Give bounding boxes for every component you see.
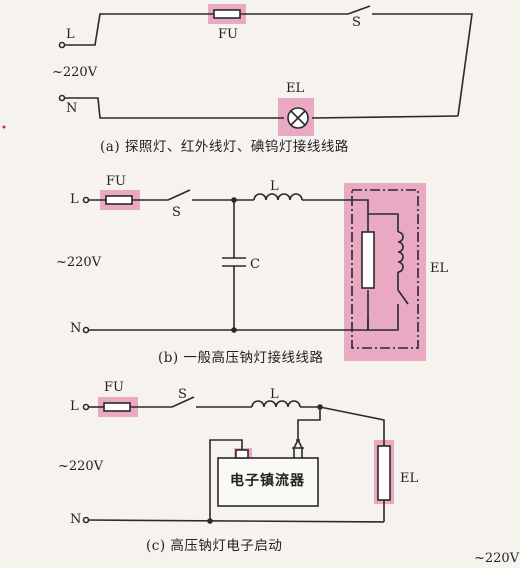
- lamp-b-inner: [367, 213, 399, 331]
- lamp-b-housing: [351, 189, 419, 349]
- margin-mark: [2, 125, 6, 129]
- label-a-FU: FU: [218, 27, 238, 42]
- label-a-L: L: [66, 27, 75, 42]
- caption-c: (c) 高压钠灯电子启动: [146, 538, 283, 554]
- label-c-N: N: [70, 512, 82, 527]
- terminal-b-N: [82, 326, 90, 334]
- caption-b: (b) 一般高压钠灯接线线路: [158, 350, 324, 366]
- node-c-top: [317, 404, 323, 410]
- wire-b-top2: [302, 199, 369, 214]
- lamp-c-tube: [377, 445, 391, 501]
- label-b-capacitor: C: [250, 257, 260, 272]
- wire-c-ballast-left: [209, 439, 243, 522]
- lamp-b-tube: [361, 231, 375, 289]
- node-c-bottom: [207, 518, 213, 524]
- switch-b: [167, 189, 191, 201]
- label-b-S: S: [172, 205, 181, 220]
- wire-c-ballast-right: [297, 407, 321, 440]
- wire-a-N-right: [311, 115, 459, 119]
- switch-a: [347, 5, 371, 15]
- wire-a-L: [62, 13, 214, 46]
- lamp-b-highlight: [344, 183, 426, 361]
- lamp-b-bimetal: [397, 289, 409, 318]
- wire-c-N: [87, 519, 385, 523]
- label-b-N: N: [70, 321, 82, 336]
- label-c-L: L: [70, 399, 79, 414]
- lamp-a-cross: [290, 110, 306, 126]
- terminal-a-L: [58, 41, 66, 49]
- inductor-c: [251, 400, 301, 408]
- wire-a-N: [62, 97, 284, 119]
- wire-c-top2: [300, 406, 385, 446]
- lamp-b-coil: [397, 231, 404, 290]
- label-c-ballast: 电子镇流器: [230, 473, 305, 489]
- label-c-voltage: ~220V: [58, 459, 104, 474]
- label-b-EL: EL: [430, 261, 449, 276]
- fuse-a: [213, 9, 241, 19]
- wire-b-N: [88, 318, 369, 331]
- label-a-EL: EL: [286, 81, 305, 96]
- wire-a-right: [372, 13, 473, 117]
- caption-a: (a) 探照灯、红外线灯、碘钨灯接线线路: [100, 139, 349, 155]
- label-b-inductor: L: [270, 179, 279, 194]
- node-b-bottom: [231, 327, 237, 333]
- label-c-FU: FU: [104, 380, 124, 395]
- terminal-a-N: [58, 94, 66, 102]
- label-a-S: S: [352, 15, 361, 30]
- ballast-c-box: [217, 457, 319, 507]
- ballast-c-terminal-left: [235, 449, 249, 459]
- label-b-voltage: ~220V: [56, 255, 102, 270]
- label-b-L: L: [70, 192, 79, 207]
- ballast-c-terminal-right: [292, 438, 304, 458]
- circuit-b: [82, 183, 426, 361]
- label-b-FU: FU: [106, 174, 126, 189]
- fuse-b: [105, 195, 133, 205]
- label-c-inductor: L: [270, 387, 279, 402]
- terminal-b-L: [82, 196, 90, 204]
- capacitor-b: [222, 200, 246, 330]
- label-a-N: N: [66, 101, 78, 116]
- label-c-cut-voltage: ~220V: [474, 551, 520, 566]
- terminal-c-L: [82, 403, 90, 411]
- node-b-top: [231, 197, 237, 203]
- circuit-a: [58, 4, 473, 136]
- label-c-EL: EL: [400, 471, 419, 486]
- label-a-voltage: ~220V: [52, 65, 98, 80]
- label-c-S: S: [178, 387, 187, 402]
- switch-c: [171, 396, 195, 408]
- circuit-c: [82, 396, 394, 524]
- fuse-c: [103, 402, 131, 412]
- inductor-b: [253, 193, 303, 201]
- terminal-c-N: [82, 516, 90, 524]
